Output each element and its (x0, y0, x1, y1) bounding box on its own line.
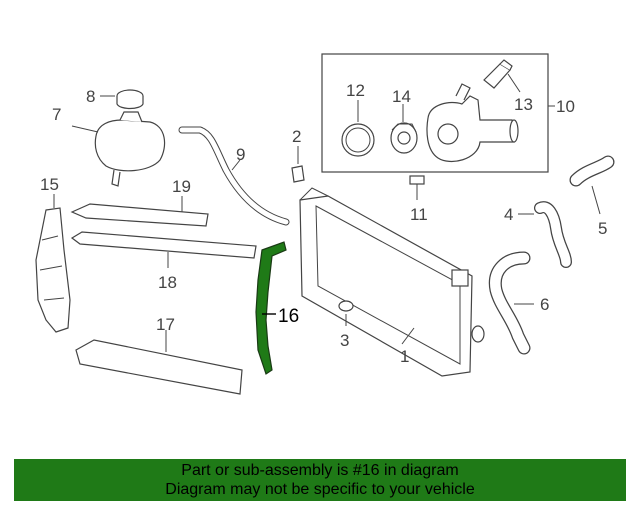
part-info-banner: Part or sub-assembly is #16 in diagram D… (14, 459, 626, 501)
callout-16: 16 (278, 306, 299, 327)
callout-labels: 1 2 3 4 5 6 7 8 9 10 11 12 13 14 15 16 1… (40, 81, 607, 366)
part-18-seal (70, 231, 257, 268)
callout-9: 9 (236, 145, 245, 164)
banner-line-1: Part or sub-assembly is #16 in diagram (181, 462, 459, 479)
part-14-thermostat (390, 104, 418, 154)
callout-17: 17 (156, 315, 175, 334)
callout-14: 14 (392, 87, 411, 106)
part-2-clip (291, 146, 305, 183)
callout-12: 12 (346, 81, 365, 100)
part-16-highlight (255, 241, 287, 375)
part-9-hose (178, 126, 290, 226)
part-3-grommet (338, 300, 354, 326)
part-1-radiator (299, 187, 485, 377)
callout-13: 13 (514, 95, 533, 114)
callout-11: 11 (410, 205, 428, 224)
part-11-bolt (409, 175, 425, 200)
part-4-hose (518, 201, 572, 268)
callout-10: 10 (556, 97, 575, 116)
parts-diagram: 1 2 3 4 5 6 7 8 9 10 11 12 13 14 15 16 1… (35, 53, 615, 395)
banner-line-2: Diagram may not be specific to your vehi… (165, 481, 475, 498)
part-5-hose (569, 155, 615, 215)
callout-19: 19 (172, 177, 191, 196)
callout-7: 7 (52, 105, 61, 124)
callout-1: 1 (400, 347, 409, 366)
callout-8: 8 (86, 87, 95, 106)
part-19-seal (70, 196, 209, 227)
part-8-cap (100, 89, 144, 110)
callout-6: 6 (540, 295, 549, 314)
callout-15: 15 (40, 175, 59, 194)
callout-5: 5 (598, 219, 607, 238)
callout-18: 18 (158, 273, 177, 292)
part-12-gasket (341, 100, 375, 157)
part-15-bracket (35, 194, 71, 333)
part-6-hose (488, 251, 534, 355)
callout-2: 2 (292, 127, 301, 146)
thermostat-housing (426, 83, 519, 163)
part-7-reservoir (71, 111, 166, 187)
part-13-sensor (483, 59, 521, 93)
callout-4: 4 (504, 205, 513, 224)
callout-3: 3 (340, 331, 349, 350)
part-17-baffle (75, 330, 243, 395)
